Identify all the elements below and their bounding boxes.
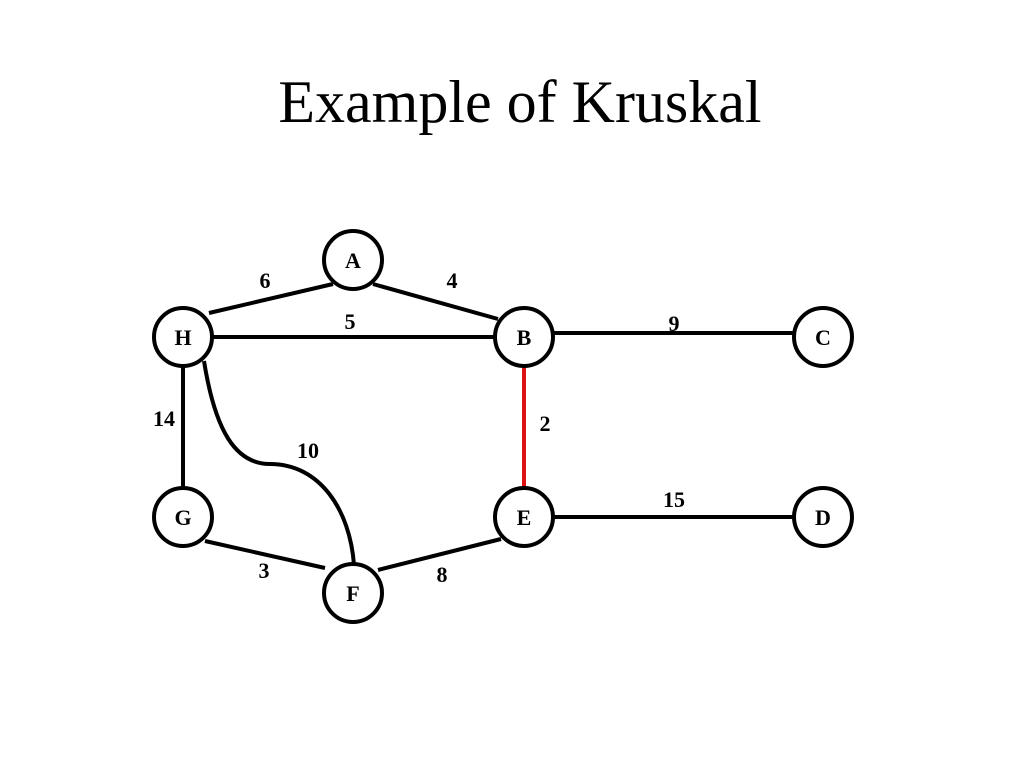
edge-weight-b-c: 9 [669,311,680,336]
node-label-a: A [345,248,361,273]
edge-weight-h-g: 14 [153,406,175,431]
node-f: F [322,562,384,624]
node-label-f: F [346,581,359,606]
edge-weight-h-a: 6 [260,268,271,293]
node-d: D [792,486,854,548]
edge-weight-b-e: 2 [540,411,551,436]
edge-weight-g-f: 3 [259,558,270,583]
node-label-d: D [815,505,831,530]
node-label-h: H [174,325,191,350]
node-label-g: G [174,505,191,530]
node-label-b: B [517,325,532,350]
node-g: G [152,486,214,548]
node-a: A [322,229,384,291]
node-label-e: E [517,505,532,530]
edge-h-a [208,282,334,315]
node-c: C [792,306,854,368]
edge-g-f [204,539,326,570]
node-e: E [493,486,555,548]
edge-weight-h-b: 5 [345,309,356,334]
edge-weight-f-e: 8 [437,562,448,587]
edge-a-b [372,282,499,321]
edge-weight-a-b: 4 [447,268,458,293]
node-b: B [493,306,555,368]
edge-weight-h-f: 10 [297,438,319,463]
node-h: H [152,306,214,368]
edge-f-e [377,537,502,572]
node-label-c: C [815,325,831,350]
slide-title: Example of Kruskal [278,69,762,135]
edge-h-f [202,360,356,566]
edge-weight-e-d: 15 [663,487,685,512]
